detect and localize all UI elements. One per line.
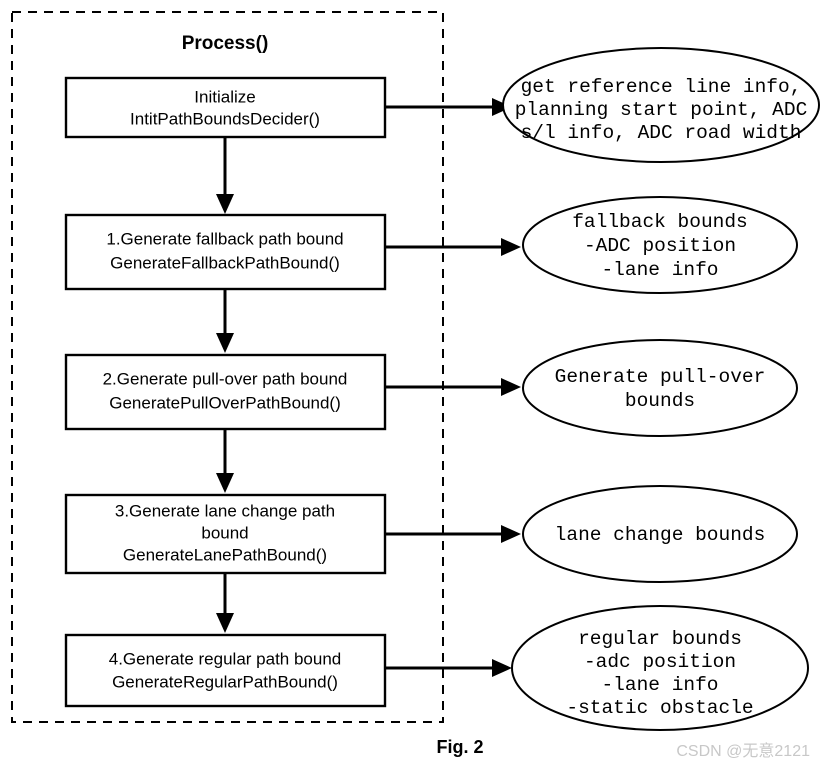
step-regular-line-1: 4.Generate regular path bound [109,649,342,668]
connector-pullover-to-output [385,378,521,396]
output-regular-line-2: -adc position [584,651,736,673]
output-pull-over-line-1: Generate pull-over [555,366,766,388]
output-lane-change-shape [522,485,798,583]
output-regular: regular bounds -adc position -lane info … [511,605,809,731]
arrow-head-icon [501,378,521,396]
arrow-head-icon [492,98,512,116]
connector-lanechange-to-regular [216,573,234,633]
output-regular-line-1: regular bounds [578,628,742,650]
step-fallback-line-1: 1.Generate fallback path bound [106,229,343,248]
output-regular-line-3: -lane info [601,674,718,696]
output-lane-change-line-1: lane change bounds [555,524,766,546]
step-fallback-line-2: GenerateFallbackPathBound() [110,253,340,272]
step-pull-over-line-1: 2.Generate pull-over path bound [103,369,348,388]
step-lane-change-line-2: bound [201,523,248,542]
output-fallback-line-2: -ADC position [584,235,736,257]
connector-fallback-to-output [385,238,521,256]
arrow-head-icon [216,473,234,493]
arrow-head-icon [216,333,234,353]
step-regular-path-bound-box[interactable] [64,633,387,708]
arrow-head-icon [492,659,512,677]
output-pull-over-line-2: bounds [625,390,695,412]
connector-initialize-to-output [385,98,512,116]
process-container-border [11,11,444,723]
step-regular-path-bound[interactable]: 4.Generate regular path bound GenerateRe… [64,633,387,708]
output-fallback: fallback bounds -ADC position -lane info [522,196,798,294]
output-initialize-line-3: s/l info, ADC road width [521,122,802,144]
process-group-title: Process() [182,33,269,54]
step-pull-over-line-2: GeneratePullOverPathBound() [109,393,341,412]
connector-lanechange-to-output [385,525,521,543]
output-lane-change: lane change bounds [522,485,798,583]
figure-caption: Fig. 2 [436,737,483,757]
output-initialize-line-2: planning start point, ADC [515,99,808,121]
step-regular-line-2: GenerateRegularPathBound() [112,672,338,691]
connector-pullover-to-lanechange [216,429,234,493]
connector-initialize-to-fallback [216,137,234,214]
output-fallback-line-3: -lane info [601,259,718,281]
connector-fallback-to-pullover [216,289,234,353]
output-fallback-line-1: fallback bounds [572,211,748,233]
step-pull-over-path-bound-box[interactable] [64,353,387,431]
arrow-head-icon [216,194,234,214]
output-regular-shape [511,605,809,731]
connector-regular-to-output [385,659,512,677]
step-initialize-line-1: Initialize [194,87,255,106]
step-fallback-path-bound-box[interactable] [64,213,387,291]
arrow-head-icon [501,238,521,256]
step-initialize[interactable]: Initialize IntitPathBoundsDecider() [64,76,387,139]
output-pull-over: Generate pull-over bounds [522,339,798,437]
step-lane-change-path-bound[interactable]: 3.Generate lane change path bound Genera… [64,493,387,575]
output-initialize-shape [502,47,820,163]
output-regular-line-4: -static obstacle [566,697,753,719]
step-lane-change-line-1: 3.Generate lane change path [115,501,335,520]
step-lane-change-line-3: GenerateLanePathBound() [123,545,327,564]
step-fallback-path-bound[interactable]: 1.Generate fallback path bound GenerateF… [64,213,387,291]
output-pull-over-shape [522,339,798,437]
output-initialize-line-1: get reference line info, [521,76,802,98]
arrow-head-icon [501,525,521,543]
arrow-head-icon [216,613,234,633]
output-fallback-shape [522,196,798,294]
output-initialize: get reference line info, planning start … [502,47,820,163]
step-lane-change-path-bound-box[interactable] [64,493,387,575]
step-initialize-line-2: IntitPathBoundsDecider() [130,109,320,128]
csdn-watermark: CSDN @无意2121 [676,741,810,760]
step-pull-over-path-bound[interactable]: 2.Generate pull-over path bound Generate… [64,353,387,431]
